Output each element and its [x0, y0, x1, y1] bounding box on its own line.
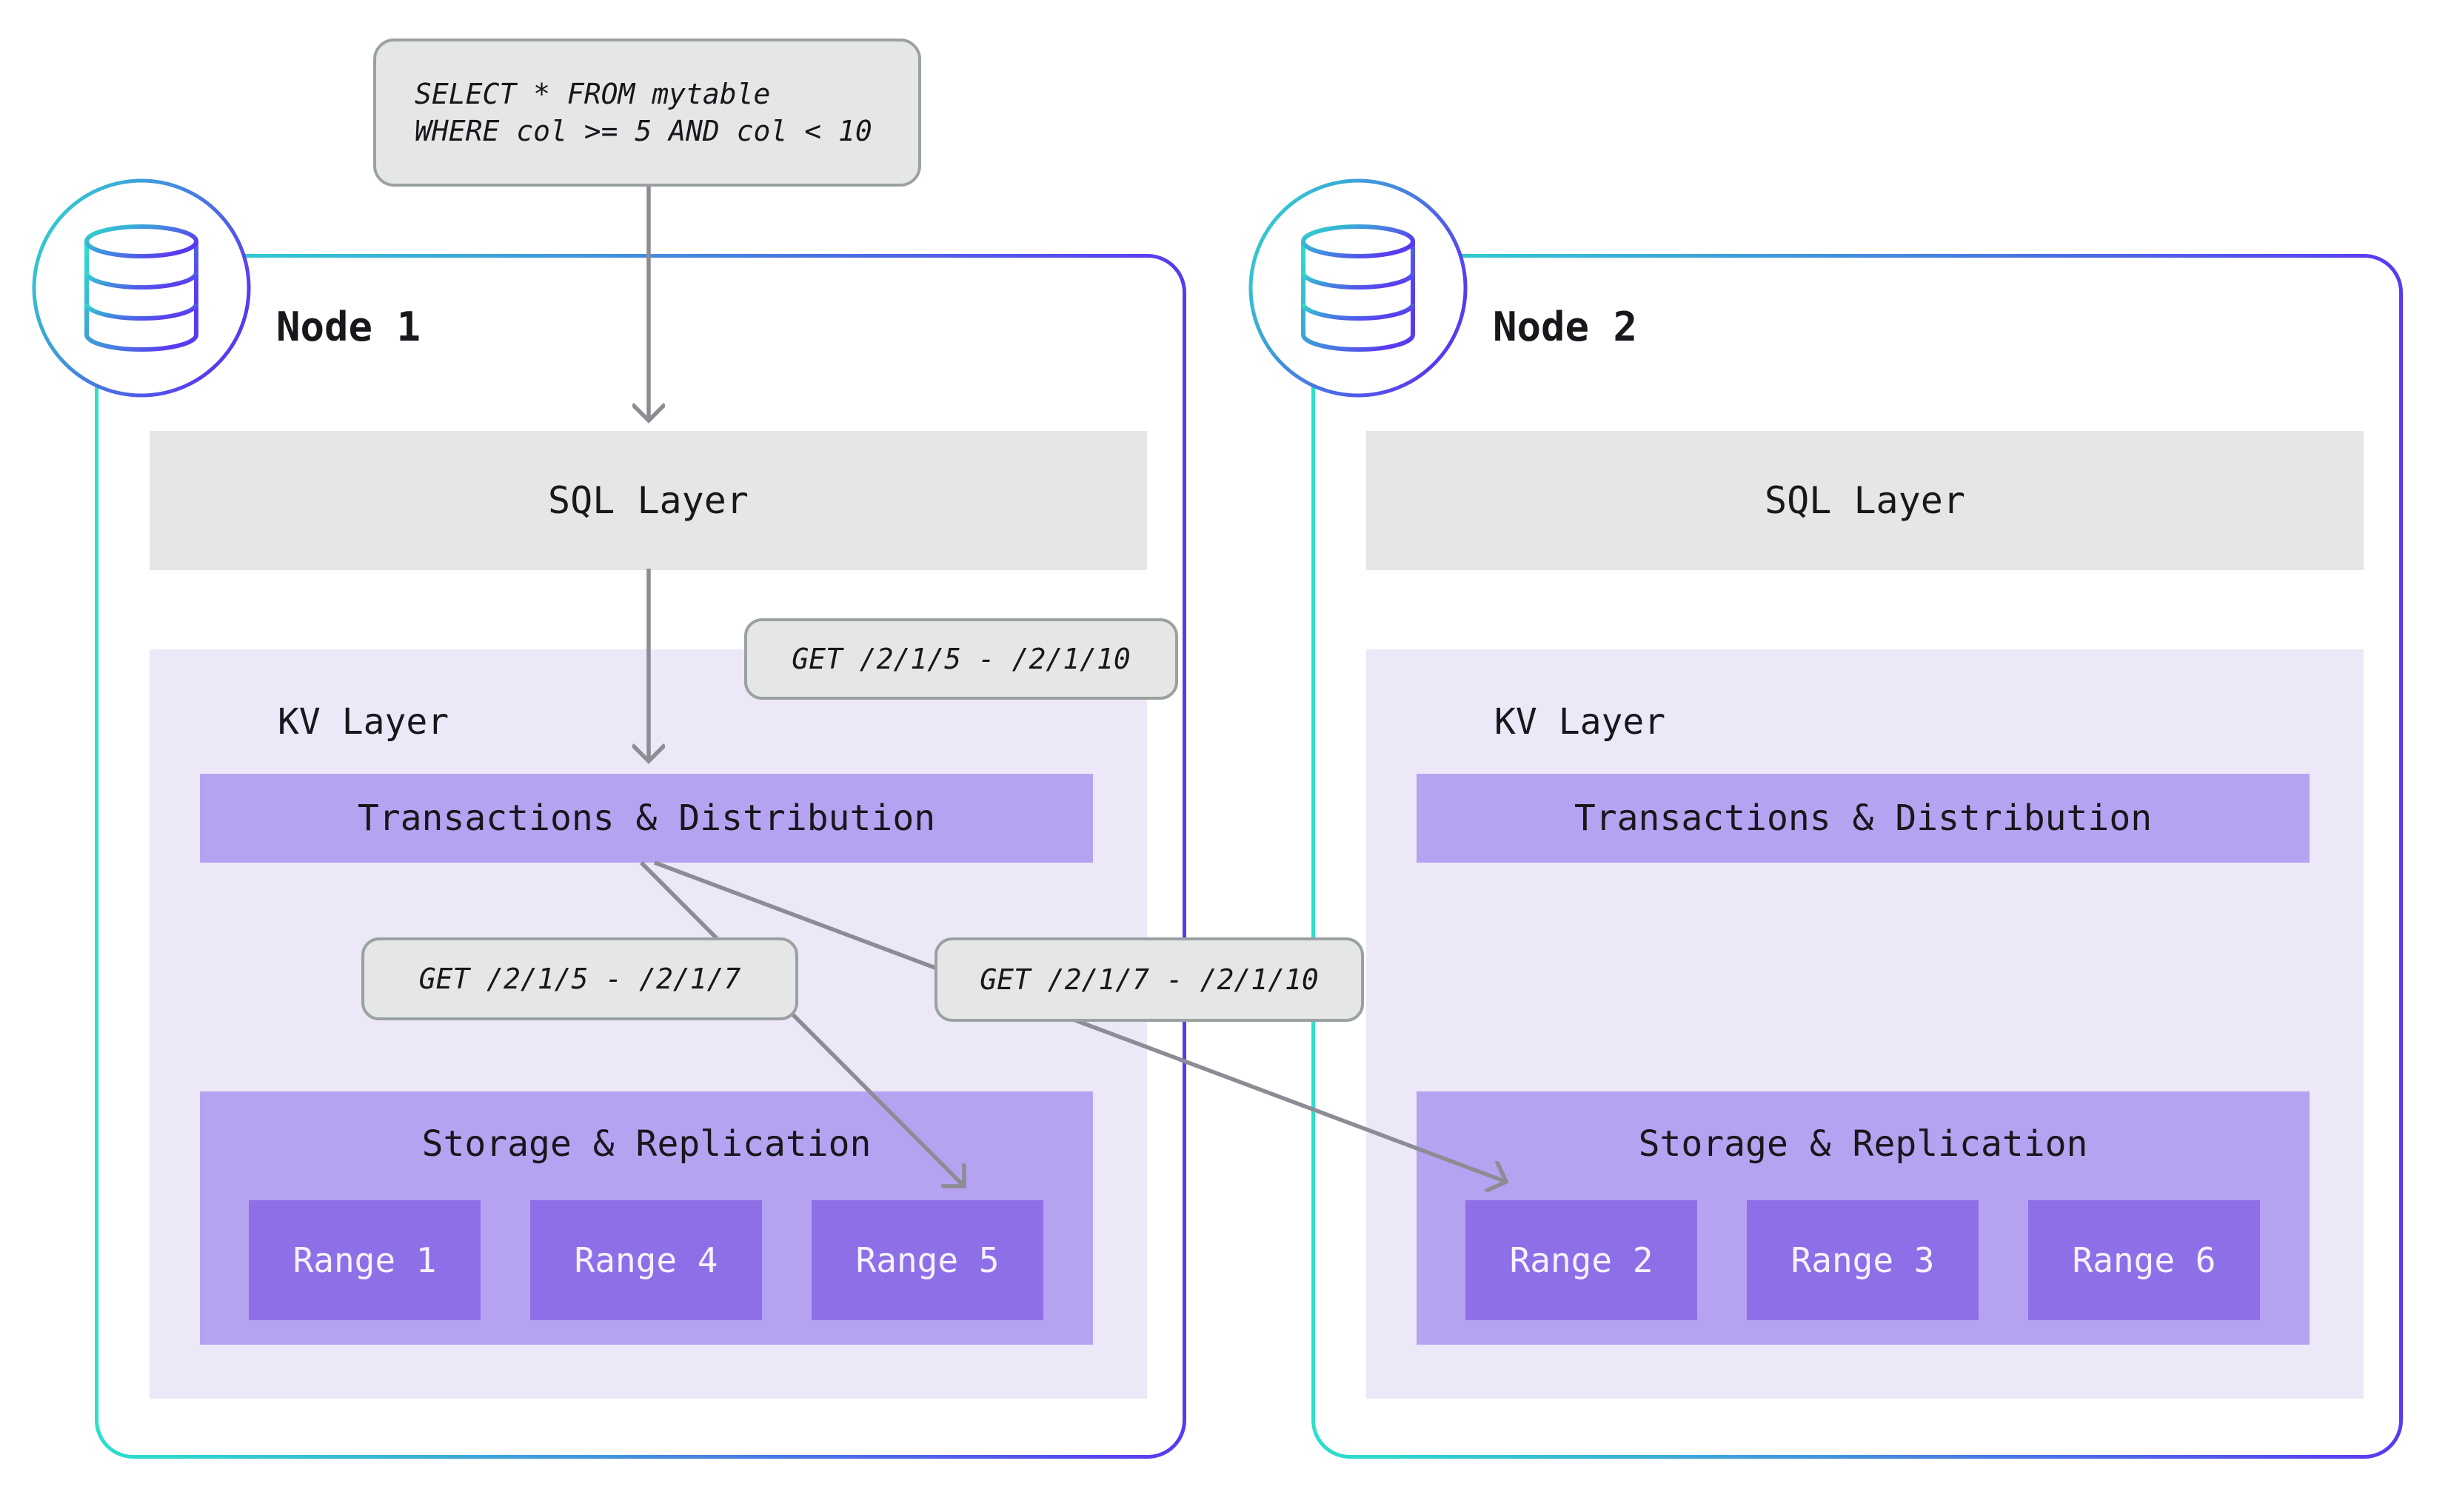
get-label-full-span: GET /2/1/5 - /2/1/10 — [744, 618, 1178, 700]
get-label-range-2-span: GET /2/1/7 - /2/1/10 — [934, 937, 1364, 1022]
node-2-title: Node 2 — [1493, 304, 1638, 350]
node-1-transactions-distribution: Transactions & Distribution — [200, 774, 1093, 863]
node-1-kv-layer-label: KV Layer — [278, 701, 449, 743]
node-2-sql-layer: SQL Layer — [1366, 431, 2364, 570]
node-1-storage-label: Storage & Replication — [421, 1123, 872, 1165]
node-1-range-5: Range 5 — [812, 1200, 1043, 1320]
sql-query-line-1: SELECT * FROM mytable — [415, 78, 771, 110]
sql-query-label: SELECT * FROM mytable WHERE col >= 5 AND… — [373, 39, 921, 187]
node-2-range-2: Range 2 — [1465, 1200, 1697, 1320]
node-2-storage-label: Storage & Replication — [1638, 1123, 2088, 1165]
node-2-range-3: Range 3 — [1747, 1200, 1979, 1320]
node-1-range-4: Range 4 — [530, 1200, 762, 1320]
node-1-sql-layer: SQL Layer — [150, 431, 1147, 570]
get-label-range-5-span: GET /2/1/5 - /2/1/7 — [361, 937, 798, 1020]
node-2-range-6: Range 6 — [2028, 1200, 2260, 1320]
sql-query-line-2: WHERE col >= 5 AND col < 10 — [415, 115, 872, 147]
node-2-kv-layer-label: KV Layer — [1494, 701, 1666, 743]
node-1-title: Node 1 — [276, 304, 421, 350]
node-2-transactions-distribution: Transactions & Distribution — [1417, 774, 2310, 863]
node-1-range-1: Range 1 — [249, 1200, 481, 1320]
